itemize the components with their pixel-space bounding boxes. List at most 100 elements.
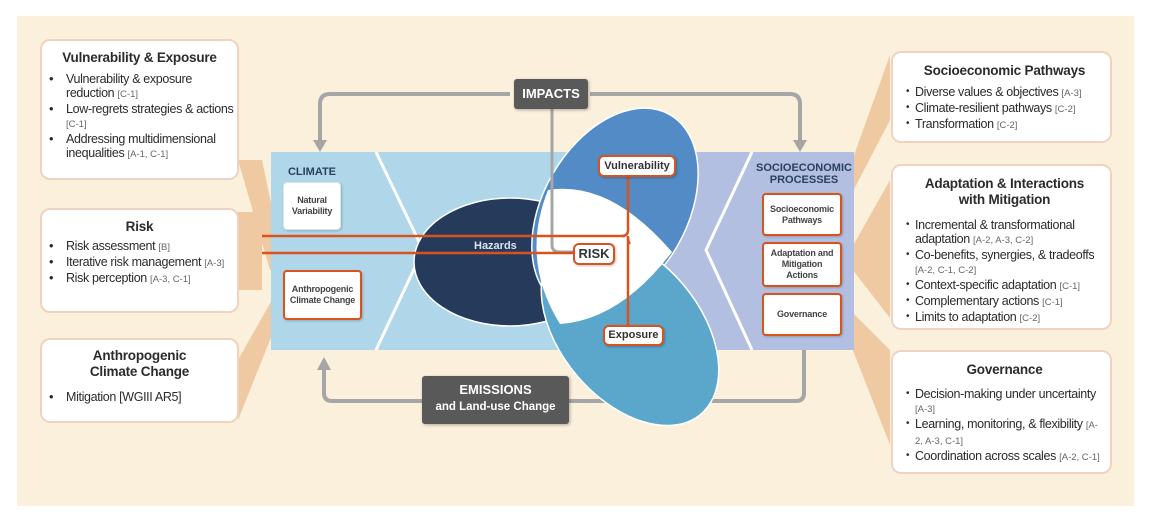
callout-anthropogenic: Anthropogenic Climate Change Mitigation … <box>40 338 239 423</box>
impacts-text: IMPACTS <box>522 86 580 101</box>
item-ref: [C-2] <box>1019 313 1041 324</box>
callout-title-line2: Climate Change <box>89 364 190 379</box>
item-text: Diverse values & objectives <box>915 85 1059 99</box>
item-ref: [B] <box>158 242 170 253</box>
item-text: Coordination across scales <box>915 449 1056 463</box>
item-text: Risk perception <box>66 271 147 285</box>
list-item: Climate-resilient pathways [C-2] <box>905 101 1104 117</box>
callout-title: Socioeconomic Pathways <box>923 63 1086 78</box>
hazards-label: Hazards <box>474 240 517 252</box>
list-item: Risk assessment [B] <box>42 239 237 255</box>
callout-socioeconomic-pathways: Socioeconomic Pathways Diverse values & … <box>891 51 1112 143</box>
pathways-text: Socioeconomic Pathways <box>770 203 834 225</box>
callout-list: Vulnerability & exposure reduction [C-1]… <box>42 72 237 162</box>
emissions-arrowhead <box>317 357 331 370</box>
callout-title-line1: Adaptation & Interactions <box>924 176 1085 191</box>
adaptation-mitigation-node[interactable]: Adaptation and Mitigation Actions <box>762 242 842 287</box>
list-item: Context-specific adaptation [C-1] <box>905 278 1104 294</box>
item-text: Climate-resilient pathways <box>915 101 1052 115</box>
item-ref: [C-1] <box>1042 297 1063 308</box>
item-text: Co-benefits, synergies, & tradeoffs <box>915 248 1095 262</box>
governance-text: Governance <box>776 309 828 319</box>
vulnerability-text: Vulnerability <box>604 160 670 172</box>
list-item: Transformation [C-2] <box>905 117 1104 133</box>
item-text: Context-specific adaptation <box>915 278 1057 292</box>
item-text: Iterative risk management <box>66 255 202 269</box>
callout-risk: Risk Risk assessment [B] Iterative risk … <box>40 208 239 313</box>
risk-pill[interactable]: RISK <box>573 243 615 265</box>
socioeconomic-pathways-node[interactable]: Socioeconomic Pathways <box>762 193 842 236</box>
list-item: Mitigation [WGIII AR5] <box>42 390 237 404</box>
anthropogenic-node[interactable]: Anthropogenic Climate Change <box>283 270 362 320</box>
callout-list: Decision-making under uncertainty [A-3] … <box>905 387 1104 465</box>
list-item: Co-benefits, synergies, & tradeoffs [A-2… <box>905 248 1104 278</box>
item-ref: [A-2, A-3, C-2] <box>973 235 1034 246</box>
list-item: Limits to adaptation [C-2] <box>905 310 1104 326</box>
list-item: Iterative risk management [A-3] <box>42 255 237 271</box>
item-ref: [C-1] <box>117 89 138 100</box>
impacts-arrow-right <box>590 92 802 142</box>
item-text: Learning, monitoring, & flexibility <box>915 417 1083 431</box>
callout-list: Risk assessment [B] Iterative risk manag… <box>42 239 237 287</box>
list-item: Decision-making under uncertainty [A-3] <box>905 387 1104 417</box>
emissions-text: EMISSIONS <box>459 382 532 397</box>
exposure-pill[interactable]: Exposure <box>603 325 664 346</box>
list-item: Coordination across scales [A-2, C-1] <box>905 449 1104 465</box>
list-item: Low-regrets strategies & actions [C-1] <box>42 102 237 132</box>
list-item: Risk perception [A-3, C-1] <box>42 271 237 287</box>
list-item: Incremental & transformational adaptatio… <box>905 218 1104 248</box>
item-ref: [A-2, C-1, C-2] <box>915 265 977 276</box>
socio-title-line1: SOCIOECONOMIC <box>756 162 852 174</box>
list-item: Vulnerability & exposure reduction [C-1] <box>42 72 237 102</box>
vulnerability-pill[interactable]: Vulnerability <box>598 155 676 177</box>
callout-title: Risk <box>125 219 154 234</box>
connector-risk-wedge <box>238 214 260 288</box>
connector-adaptation <box>845 180 890 318</box>
item-text: Limits to adaptation <box>915 310 1017 324</box>
item-ref: [A-3] <box>915 404 936 415</box>
item-ref: [A-3] <box>1061 88 1082 99</box>
callout-title-line2: with Mitigation <box>958 192 1051 207</box>
adaptation-text: Adaptation and Mitigation Actions <box>770 248 834 280</box>
exposure-text: Exposure <box>608 329 659 341</box>
list-item: Complementary actions [C-1] <box>905 294 1104 310</box>
item-text: Decision-making under uncertainty <box>915 387 1096 401</box>
impacts-arrowhead-right <box>793 140 807 152</box>
callout-list: Incremental & transformational adaptatio… <box>905 218 1104 326</box>
item-ref: [A-1, C-1] <box>127 149 169 160</box>
item-text: Complementary actions <box>915 294 1039 308</box>
callout-adaptation: Adaptation & Interactions with Mitigatio… <box>891 164 1112 330</box>
item-ref: [A-3] <box>204 258 225 269</box>
risk-text: RISK <box>578 246 610 261</box>
item-text: Low-regrets strategies & actions <box>66 102 234 116</box>
item-ref: [C-2] <box>996 120 1018 131</box>
item-ref: [C-1] <box>1059 281 1081 292</box>
callout-vulnerability-exposure: Vulnerability & Exposure Vulnerability &… <box>40 39 239 180</box>
callout-title: Governance <box>966 362 1043 377</box>
governance-node[interactable]: Governance <box>762 293 842 336</box>
list-item: Diverse values & objectives [A-3] <box>905 85 1104 101</box>
emissions-label: EMISSIONS and Land-use Change <box>422 376 569 424</box>
climate-title: CLIMATE <box>287 166 337 178</box>
impacts-label: IMPACTS <box>514 79 588 109</box>
item-ref: [A-2, A-3, C-1] <box>915 420 1098 447</box>
item-ref: [A-3, C-1] <box>150 274 191 285</box>
callout-list: Diverse values & objectives [A-3] Climat… <box>905 85 1104 133</box>
item-ref: [A-2, C-1] <box>1059 452 1100 463</box>
item-text: Addressing multidimensional inequalities <box>66 132 216 160</box>
socio-chevron <box>704 151 754 351</box>
item-ref: [C-1] <box>66 119 87 130</box>
callout-list: Mitigation [WGIII AR5] <box>42 390 237 404</box>
item-text: Vulnerability & exposure reduction <box>66 72 192 100</box>
item-text: Risk assessment <box>66 239 156 253</box>
list-item: Learning, monitoring, & flexibility [A-2… <box>905 417 1104 449</box>
callout-governance: Governance Decision-making under uncerta… <box>891 350 1112 474</box>
natural-variability-node[interactable]: Natural Variability <box>283 182 341 230</box>
item-text: Mitigation [WGIII AR5] <box>66 390 182 404</box>
impacts-arrowhead-left <box>313 140 327 152</box>
anthropogenic-text: Anthropogenic Climate Change <box>289 284 356 305</box>
list-item: Addressing multidimensional inequalities… <box>42 132 237 162</box>
socio-title-line2: PROCESSES <box>769 174 839 186</box>
connector-governance <box>845 305 890 445</box>
